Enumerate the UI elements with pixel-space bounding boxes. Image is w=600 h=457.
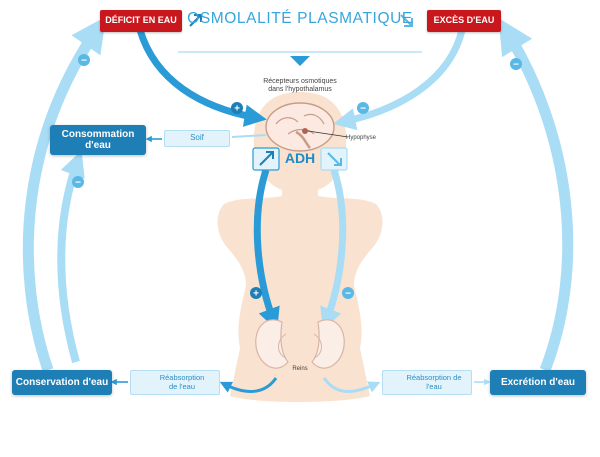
reins-label: Reins: [292, 365, 308, 372]
plus-icon: +: [231, 102, 243, 115]
adh-label: ADH: [284, 150, 316, 167]
title-down-arrow-icon: [400, 14, 413, 27]
brain-icon: [265, 102, 349, 152]
excretion-label: Excrétion d'eau: [500, 377, 576, 388]
body-silhouette: [217, 92, 383, 402]
receptors-line1: Récepteurs osmotiques: [263, 78, 337, 86]
down-triangle-icon: [290, 56, 310, 66]
reabs-left-line1: Réabsorption: [159, 373, 205, 383]
arrow-kidney-to-reabs-left: [219, 377, 278, 393]
loop-right-outer: [498, 18, 574, 372]
exces-box: EXCÈS D'EAU: [427, 10, 501, 32]
loop-left-inner: [57, 150, 85, 364]
reabs-right-line2: l'eau: [426, 381, 442, 391]
reabs-left-box: Réabsorption de l'eau: [130, 370, 220, 395]
svg-text:−: −: [513, 60, 519, 71]
svg-text:+: +: [253, 289, 259, 300]
consommation-line1: Consommation: [61, 129, 135, 140]
arrow-brain-to-soif: [231, 134, 267, 138]
kidney-right-icon: [311, 319, 345, 369]
title-up-arrow-icon: [189, 14, 202, 27]
arrow-kidney-to-reabs-right: [322, 377, 381, 393]
consommation-line2: d'eau: [85, 140, 111, 151]
conservation-box: Conservation d'eau: [12, 370, 112, 395]
deficit-label: DÉFICIT EN EAU: [105, 15, 177, 26]
svg-text:−: −: [75, 178, 81, 189]
reabs-left-line2: de l'eau: [168, 381, 196, 391]
receptors-line2: dans l'hypothalamus: [268, 86, 332, 93]
arrow-adh-up-to-kidneys: [253, 168, 280, 331]
reabs-right-box: Réabsorption de l'eau: [382, 370, 472, 395]
minus-icon: −: [357, 102, 369, 115]
minus-icon: −: [510, 58, 522, 71]
exces-label: EXCÈS D'EAU: [433, 15, 495, 26]
plus-icon: +: [250, 287, 262, 300]
adh-increase-icon: [252, 147, 280, 171]
arrow-exces-to-brain: [333, 29, 466, 131]
minus-icon: −: [72, 176, 84, 189]
minus-icon: −: [342, 287, 354, 300]
adh-decrease-icon: [320, 147, 348, 171]
title: OSMOLALITÉ PLASMATIQUE: [187, 10, 413, 27]
reabs-right-line1: Réabsorption de: [406, 373, 462, 383]
loop-left-outer: [22, 16, 107, 372]
kidney-left-icon: [255, 319, 289, 369]
consommation-box: Consommation d'eau: [50, 125, 146, 155]
svg-text:−: −: [81, 56, 87, 67]
hypophyse-label: Hypophyse: [346, 134, 377, 141]
soif-label: Soif: [190, 133, 204, 143]
arrow-adh-down-to-kidneys: [320, 168, 347, 331]
excretion-box: Excrétion d'eau: [490, 370, 586, 395]
svg-text:+: +: [234, 104, 240, 115]
receptors-label: Récepteurs osmotiques dans l'hypothalamu…: [238, 76, 362, 96]
svg-text:−: −: [360, 104, 366, 115]
svg-text:−: −: [345, 289, 351, 300]
deficit-box: DÉFICIT EN EAU: [100, 10, 182, 32]
conservation-label: Conservation d'eau: [15, 377, 109, 388]
soif-box: Soif: [164, 130, 230, 147]
minus-icon: −: [78, 54, 90, 67]
